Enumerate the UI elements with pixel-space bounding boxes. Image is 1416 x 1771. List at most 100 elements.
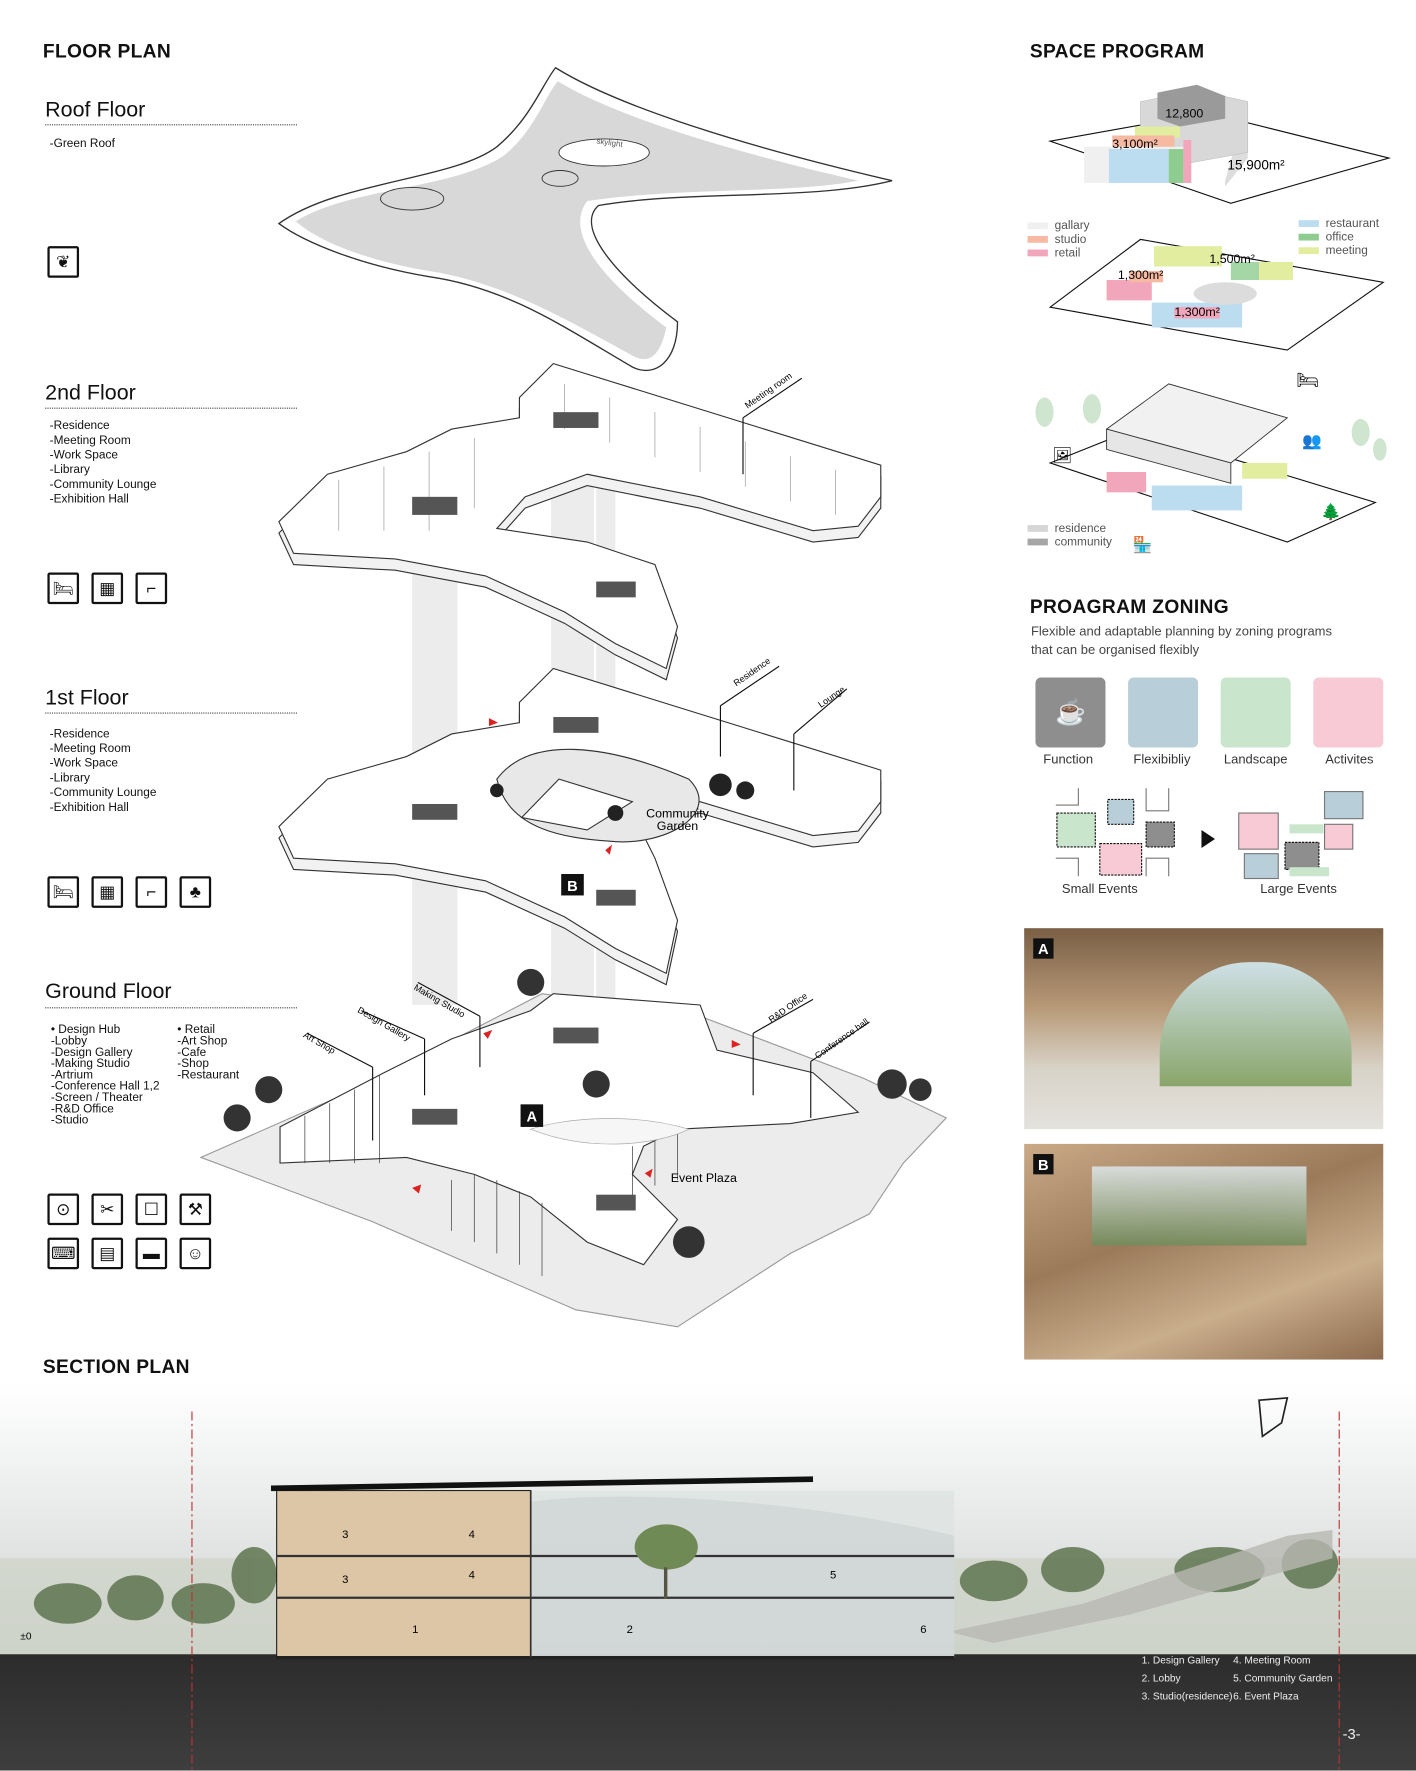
second-floor-title: 2nd Floor: [45, 381, 136, 406]
conference-hall-label: Conference hall: [813, 1016, 870, 1060]
legend-label: retail: [1054, 246, 1081, 260]
presentation-icon: ☐: [135, 1193, 168, 1226]
legend-item: 6. Event Plaza: [1233, 1690, 1299, 1702]
ground-floor-list-retail: • Retail -Art Shop -Cafe -Shop -Restaura…: [177, 1023, 240, 1082]
flexibility-icon: [1128, 677, 1199, 748]
page-number: -3-: [1342, 1725, 1361, 1743]
roof-floor-plan: skylight: [277, 66, 893, 372]
section-number: 1: [412, 1624, 418, 1636]
legend-label: restaurant: [1325, 216, 1380, 231]
section-plan-title: SECTION PLAN: [42, 1356, 190, 1378]
landscape-icon: [1220, 677, 1291, 748]
render-a-badge: A: [1033, 938, 1054, 959]
legend-label: residence: [1054, 521, 1107, 536]
tree-icon: ♣: [179, 876, 212, 908]
section-number: 6: [920, 1624, 926, 1636]
render-b-badge: B: [1033, 1154, 1054, 1175]
community-garden-label-2: Garden: [657, 819, 698, 833]
ground-floor-title: Ground Floor: [45, 980, 172, 1004]
view-b-marker: B: [567, 879, 578, 895]
section-number: 3: [342, 1574, 348, 1586]
legend-item: 5. Community Garden: [1233, 1672, 1333, 1684]
legend-item: office: [1298, 230, 1379, 244]
area-restaurant: 1,300m²: [1174, 305, 1220, 319]
meeting-room-label: Meeting room: [743, 371, 794, 411]
window-view: [1091, 1166, 1307, 1246]
event-plaza-label: Event Plaza: [671, 1171, 737, 1185]
section-numbers: 3 4 3 4 1 2 5 6: [342, 1529, 926, 1636]
activities-icon: [1313, 677, 1384, 748]
key-plan-icon: [1258, 1397, 1289, 1438]
office-desk-icon: ⌨: [47, 1237, 80, 1270]
stairs-icon: ⌐: [135, 572, 168, 605]
bed-icon: 🛏: [47, 876, 80, 908]
glass-facade: [1159, 962, 1352, 1087]
view-a-marker: A: [527, 1109, 538, 1125]
area-meeting: 1,500m²: [1209, 252, 1255, 266]
legend-item: 2. Lobby: [1141, 1672, 1181, 1684]
section-drawing: ±0 3 4 3 4 1 2 5 6: [0, 1383, 1416, 1771]
stairs-icon: ⌐: [135, 876, 168, 908]
legend-item: 3. Studio(residence): [1141, 1690, 1233, 1702]
level-label: ±0: [20, 1632, 32, 1643]
legend-item: 1. Design Gallery: [1141, 1654, 1220, 1666]
card-label: Flexibibliy: [1133, 753, 1191, 767]
sub-area-label: 3,100m²: [1112, 137, 1158, 151]
bed-icon: 🛏: [47, 572, 80, 605]
theater-icon: ▬: [135, 1237, 168, 1270]
location-pin-icon: ⊙: [47, 1193, 80, 1226]
group-icon: 👥: [1302, 433, 1322, 450]
tools-icon: ✂: [91, 1193, 124, 1226]
design-gallery-label: Design Gallery: [356, 1005, 413, 1043]
space-program-diagram: 12,800 3,100m² 15,900m² 1,500m² 1,300m² …: [1035, 84, 1392, 554]
meeting-icon: ▦: [91, 876, 124, 908]
bed-icon: 🛏: [1296, 370, 1319, 390]
legend-item: gallary: [1027, 219, 1090, 233]
screen-icon: ▤: [91, 1237, 124, 1270]
legend-item: residence: [1027, 521, 1112, 536]
legend-item: restaurant: [1298, 216, 1380, 231]
workshop-icon: ⚒: [179, 1193, 212, 1226]
residence-label: Residence: [732, 656, 773, 689]
divider: [45, 407, 297, 409]
legend-label: community: [1054, 535, 1112, 549]
art-shop-label: Art Shop: [302, 1030, 337, 1056]
function-icon: ☕: [1035, 677, 1106, 748]
green-roof-icon: ❦: [47, 246, 80, 278]
site-area-label: 15,900m²: [1227, 157, 1285, 172]
legend-item: studio: [1027, 233, 1090, 246]
section-number: 2: [627, 1624, 633, 1636]
section-legend-col1: 1. Design Gallery 2. Lobby 3. Studio(res…: [1142, 1651, 1233, 1705]
legend-right: restaurant office meeting: [1298, 216, 1380, 257]
first-floor-list: -Residence -Meeting Room -Work Space -Li…: [49, 727, 157, 815]
section-number: 4: [469, 1529, 475, 1541]
zoning-title: PROAGRAM ZONING: [1029, 596, 1229, 618]
lounge-label: Lounge: [816, 684, 846, 709]
card-label: Function: [1043, 753, 1094, 767]
space-program-title: SPACE PROGRAM: [1029, 40, 1205, 63]
card-label: Activites: [1325, 753, 1374, 767]
card-label: Landscape: [1223, 753, 1288, 767]
skylight-label: skylight: [596, 136, 624, 149]
community-garden-label: Community: [646, 807, 710, 821]
studio-person-icon: ☺: [179, 1237, 212, 1270]
large-events-label: Large Events: [1260, 883, 1337, 897]
divider: [45, 1007, 297, 1009]
total-area-label: 12,800: [1165, 106, 1203, 120]
roof-floor-list: -Green Roof: [49, 136, 115, 151]
legend-item: meeting: [1298, 244, 1379, 257]
events-diagram: [1055, 788, 1364, 880]
zoning-cards: ☕: [1035, 677, 1384, 748]
divider: [45, 124, 297, 126]
legend-item: community: [1027, 535, 1112, 549]
zoning-description: Flexible and adaptable planning by zonin…: [1030, 625, 1333, 658]
floor-plan-title: FLOOR PLAN: [42, 40, 172, 63]
section-legend-col2: 4. Meeting Room 5. Community Garden 6. E…: [1233, 1651, 1332, 1705]
divider: [45, 712, 297, 714]
legend-left: gallary studio retail: [1027, 219, 1090, 260]
section-number: 3: [342, 1529, 348, 1541]
interior-render-a: A: [1024, 928, 1384, 1130]
legend-label: gallary: [1054, 219, 1090, 233]
legend-bottom: residence community: [1027, 521, 1112, 549]
